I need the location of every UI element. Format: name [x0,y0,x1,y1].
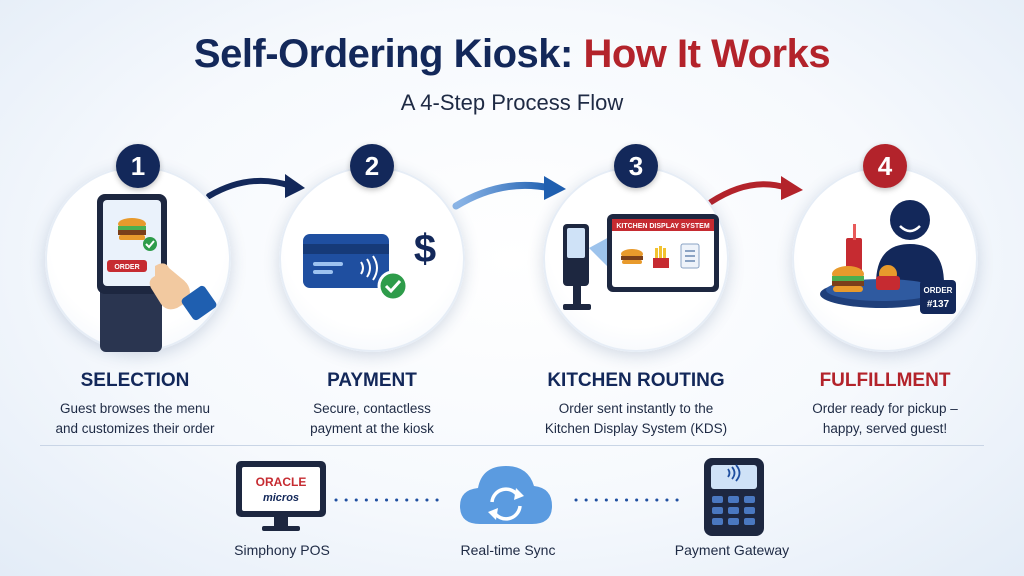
step-3-desc-line1: Order sent instantly to the [558,401,714,416]
step-3-desc: Order sent instantly to the Kitchen Disp… [516,399,756,439]
title-highlight: How It Works [583,32,831,76]
served-guest-icon: ORDER #137 [820,200,956,314]
cloud-sync-icon [460,466,552,524]
step-2-title: PAYMENT [327,370,417,391]
step-2-badge: 2 [350,144,394,188]
step-4-title: FULFILLMENT [819,370,951,391]
page-subtitle: A 4-Step Process Flow [400,90,624,115]
dotted-connector-right [574,498,688,502]
step-3-badge: 3 [614,144,658,188]
dollar-symbol: $ [414,227,436,271]
micros-logo: micros [263,492,299,504]
step-1-badge: 1 [116,144,160,188]
credit-card-icon: $ [303,227,436,302]
page-title: Self-Ordering Kiosk: How It Works [0,32,1024,77]
pos-monitor-icon: ORACLE micros [236,461,326,531]
step-1-title: SELECTION [80,370,190,391]
step-2-desc-line1: Secure, contactless [313,401,431,416]
section-divider [40,445,984,446]
kitchen-display-icon: KITCHEN DISPLAY SYSTEM [563,214,719,310]
ticket-number: #137 [927,299,950,310]
oracle-logo: ORACLE [256,475,307,489]
step-4-desc-line1: Order ready for pickup – [812,401,958,416]
step-2-desc: Secure, contactless payment at the kiosk [252,399,492,439]
step-4-desc: Order ready for pickup – happy, served g… [765,399,1005,439]
step-2-desc-line2: payment at the kiosk [310,421,434,436]
step-4-badge: 4 [863,144,907,188]
step-1-desc: Guest browses the menu and customizes th… [15,399,255,439]
step-3-desc-line2: Kitchen Display System (KDS) [544,421,728,436]
arrow-1-2 [206,174,305,199]
step-3-title: KITCHEN ROUTING [547,370,725,391]
arrow-2-3 [452,176,566,210]
dotted-connector-left [334,498,442,502]
step-1-desc-line1: Guest browses the menu [59,401,211,416]
simphony-pos-label: Simphony POS [234,542,330,558]
kiosk-order-button: ORDER [114,264,139,271]
arrow-3-4 [708,176,803,205]
realtime-sync-label: Real-time Sync [460,542,556,558]
ticket-label: ORDER [924,286,953,295]
kds-header: KITCHEN DISPLAY SYSTEM [616,223,710,230]
step-4-desc-line2: happy, served guest! [822,421,948,436]
kiosk-icon: ORDER [97,194,217,352]
payment-terminal-icon [704,458,764,536]
payment-gateway-label: Payment Gateway [674,542,790,558]
title-main: Self-Ordering Kiosk: [193,32,573,76]
step-1-desc-line2: and customizes their order [55,421,215,436]
